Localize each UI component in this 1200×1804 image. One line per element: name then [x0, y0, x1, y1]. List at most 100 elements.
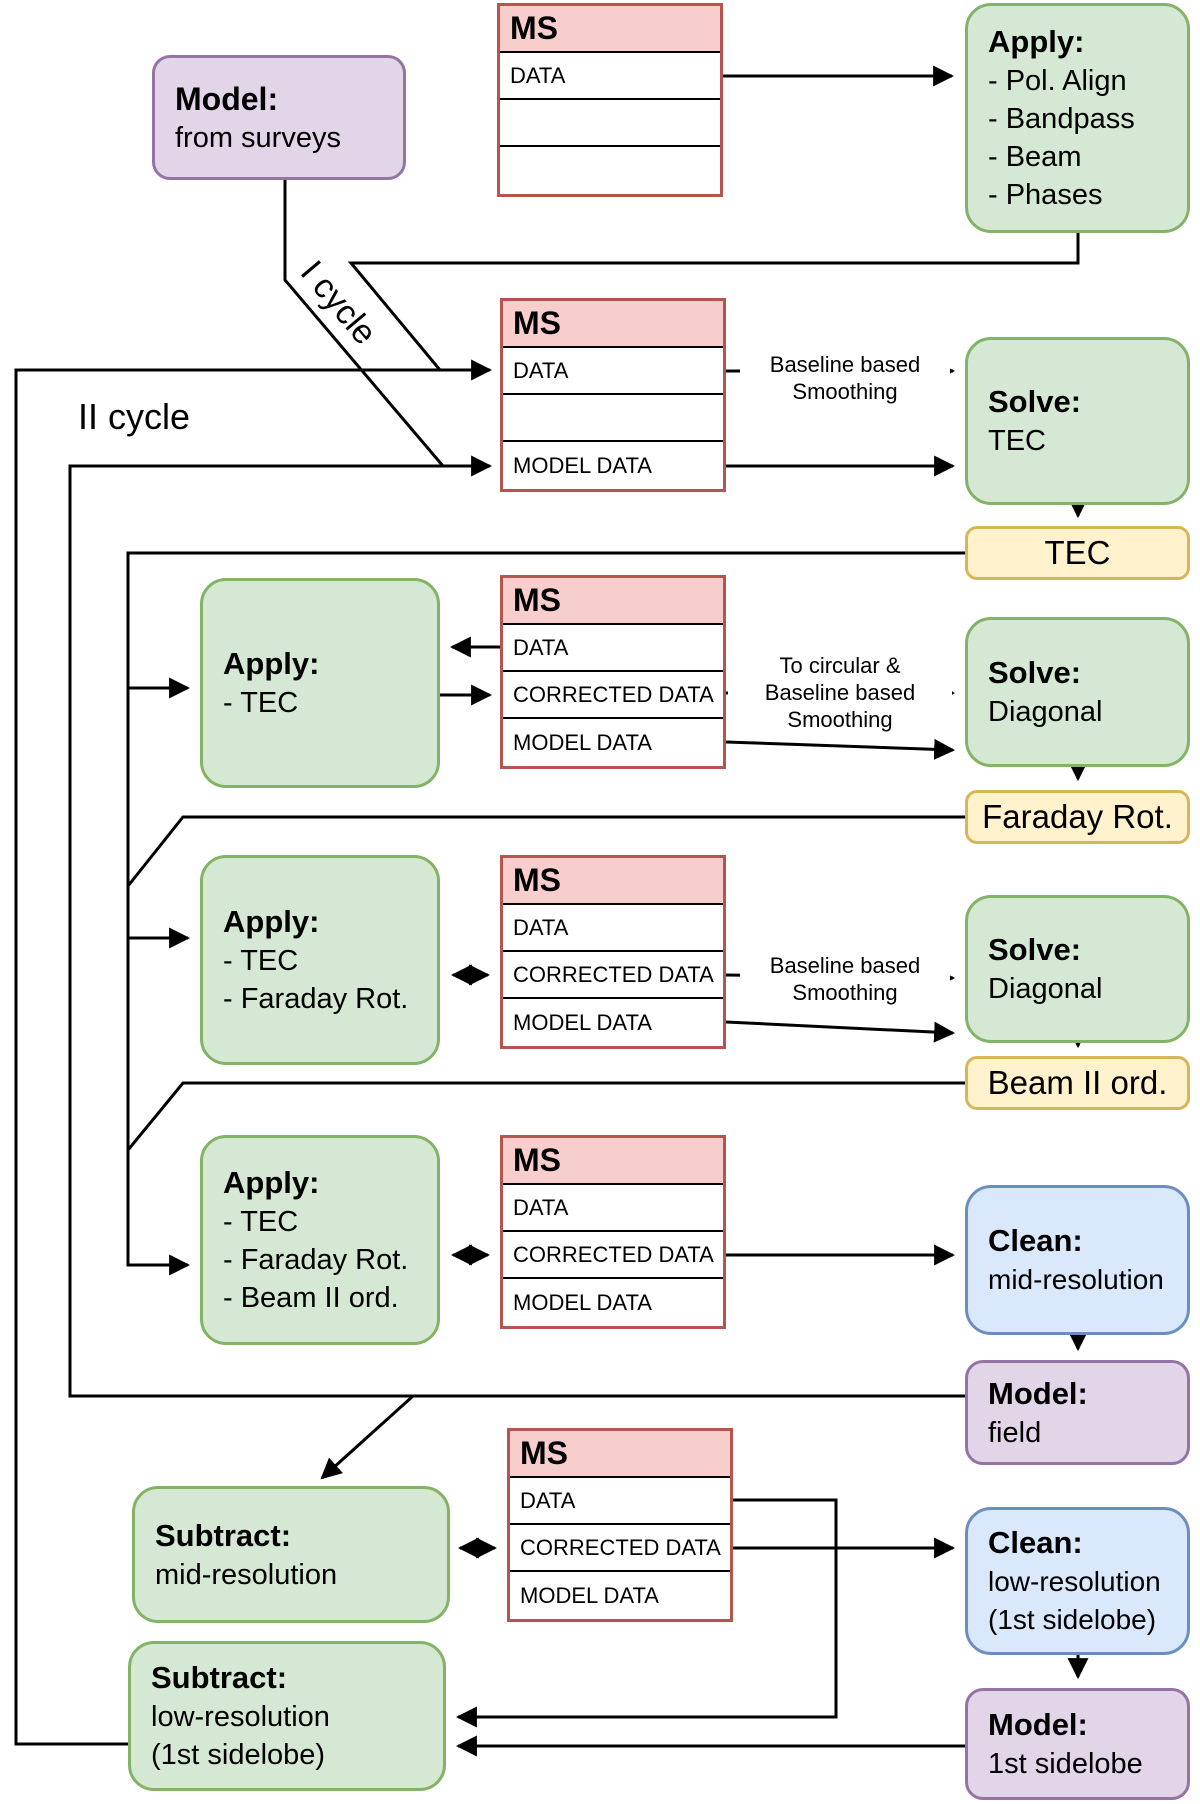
node-solve-tec: Solve: TEC	[965, 337, 1190, 505]
flow-ms3-model-to-solve-diag1	[725, 738, 956, 760]
ms-row-empty	[500, 100, 720, 147]
flow-model-field-loop	[68, 464, 965, 1398]
flow-faraday-loop	[126, 815, 965, 887]
node-item: - Faraday Rot.	[223, 1244, 409, 1276]
ms-table-3: MS DATA CORRECTED DATA MODEL DATA	[500, 575, 726, 769]
edge-label-line: To circular &	[779, 653, 901, 678]
ms-table-header: MS	[500, 6, 720, 53]
node-title: Apply:	[223, 1165, 320, 1200]
node-item: TEC	[988, 425, 1046, 457]
node-item: - Beam	[988, 141, 1082, 173]
node-subtract-mid-resolution: Subtract: mid-resolution	[132, 1486, 450, 1623]
node-solve-diagonal-1: Solve: Diagonal	[965, 617, 1190, 767]
ms-table-header: MS	[503, 858, 723, 905]
node-item: 1st sidelobe	[988, 1748, 1143, 1780]
node-title: Model:	[175, 80, 279, 117]
node-clean-low-resolution: Clean: low-resolution (1st sidelobe)	[965, 1507, 1190, 1655]
ms-row-data: DATA	[500, 53, 720, 100]
node-item: - Phases	[988, 179, 1103, 211]
flow-apply-initial-to-ms2-data	[347, 233, 1080, 381]
flow-model-field-to-subtract-mid	[320, 1394, 415, 1480]
badge-label: TEC	[1044, 534, 1111, 571]
node-title: Solve:	[988, 655, 1082, 690]
node-item: Diagonal	[988, 973, 1103, 1005]
edge-label-line: Baseline based	[764, 680, 916, 705]
node-subtract-low-resolution: Subtract: low-resolution (1st sidelobe)	[128, 1641, 446, 1791]
node-item: low-resolution	[988, 1566, 1161, 1597]
badge-tec: TEC	[965, 526, 1190, 580]
node-title: Subtract:	[155, 1517, 292, 1553]
ms-row-model-data: MODEL DATA	[503, 999, 723, 1046]
node-title: Apply:	[988, 24, 1085, 59]
ms-table-6: MS DATA CORRECTED DATA MODEL DATA	[507, 1428, 733, 1622]
node-subtitle: from surveys	[175, 121, 341, 154]
ms-row-corrected-data: CORRECTED DATA	[503, 952, 723, 999]
ms-row-corrected-data: CORRECTED DATA	[503, 1232, 723, 1279]
edge-label-line: Baseline based	[769, 352, 921, 377]
badge-beam-ii-ord: Beam II ord.	[965, 1056, 1190, 1110]
node-item: - Faraday Rot.	[223, 983, 409, 1015]
ms-row-model-data: MODEL DATA	[503, 719, 723, 766]
node-item: - TEC	[223, 687, 299, 719]
node-model-field: Model: field	[965, 1360, 1190, 1465]
node-title: Subtract:	[151, 1660, 288, 1695]
ms-table-1: MS DATA	[497, 3, 723, 197]
node-apply-tec-faraday-beam: Apply: - TEC - Faraday Rot. - Beam II or…	[200, 1135, 440, 1345]
ms-row-corrected-data: CORRECTED DATA	[503, 672, 723, 719]
node-item: mid-resolution	[988, 1264, 1164, 1295]
ms-row-model-data: MODEL DATA	[510, 1572, 730, 1619]
ms-table-5: MS DATA CORRECTED DATA MODEL DATA	[500, 1135, 726, 1329]
flow-beam-loop	[126, 1081, 965, 1151]
node-item: - Pol. Align	[988, 65, 1127, 97]
flow-ms4-model-to-solve-diag2	[725, 1020, 956, 1043]
edge-label-to-circular-smoothing: To circular & Baseline based Smoothing	[728, 652, 952, 733]
edge-label-line: Smoothing	[792, 379, 898, 404]
node-item: Diagonal	[988, 696, 1103, 728]
label-cycle-2: II cycle	[78, 396, 191, 437]
ms-row-data: DATA	[503, 348, 723, 395]
node-item: (1st sidelobe)	[151, 1739, 326, 1771]
flow-ms6-data-to-subtract-low	[455, 1498, 838, 1728]
node-title: Apply:	[223, 904, 320, 939]
node-item: - Bandpass	[988, 103, 1135, 135]
node-title: Model:	[988, 1707, 1088, 1742]
ms-row-model-data: MODEL DATA	[503, 442, 723, 489]
ms-row-empty	[503, 395, 723, 442]
ms-row-data: DATA	[510, 1478, 730, 1525]
node-title: Apply:	[223, 646, 320, 681]
ms-row-data: DATA	[503, 1185, 723, 1232]
node-title: Clean:	[988, 1223, 1083, 1258]
node-item: low-resolution	[151, 1701, 330, 1733]
node-title: Clean:	[988, 1525, 1083, 1560]
node-clean-mid-resolution: Clean: mid-resolution	[965, 1185, 1190, 1335]
ms-table-4: MS DATA CORRECTED DATA MODEL DATA	[500, 855, 726, 1049]
node-item: (1st sidelobe)	[988, 1604, 1157, 1635]
node-item: mid-resolution	[155, 1558, 338, 1591]
edge-label-line: Baseline based	[769, 953, 921, 978]
edge-label-line: Smoothing	[792, 980, 898, 1005]
edge-label-baseline-smoothing-1: Baseline based Smoothing	[740, 351, 950, 405]
node-model-from-surveys: Model: from surveys	[152, 55, 406, 180]
node-apply-tec: Apply: - TEC	[200, 578, 440, 788]
node-title: Model:	[988, 1375, 1088, 1411]
ms-row-data: DATA	[503, 905, 723, 952]
node-solve-diagonal-2: Solve: Diagonal	[965, 895, 1190, 1043]
flow-tec-loop	[126, 551, 965, 1276]
ms-row-empty	[500, 147, 720, 194]
node-apply-initial: Apply: - Pol. Align - Bandpass - Beam - …	[965, 3, 1190, 233]
node-item: field	[988, 1416, 1042, 1449]
ms-row-model-data: MODEL DATA	[503, 1279, 723, 1326]
edge-label-baseline-smoothing-2: Baseline based Smoothing	[740, 952, 950, 1006]
ms-table-header: MS	[503, 301, 723, 348]
ms-row-data: DATA	[503, 625, 723, 672]
ms-table-header: MS	[503, 578, 723, 625]
flow-iicycle-loop	[14, 368, 440, 1746]
badge-faraday-rot: Faraday Rot.	[965, 790, 1190, 844]
edge-label-line: Smoothing	[787, 707, 893, 732]
badge-label: Beam II ord.	[987, 1064, 1168, 1101]
node-apply-tec-faraday: Apply: - TEC - Faraday Rot.	[200, 855, 440, 1065]
node-title: Solve:	[988, 932, 1082, 967]
node-item: - TEC	[223, 945, 299, 977]
